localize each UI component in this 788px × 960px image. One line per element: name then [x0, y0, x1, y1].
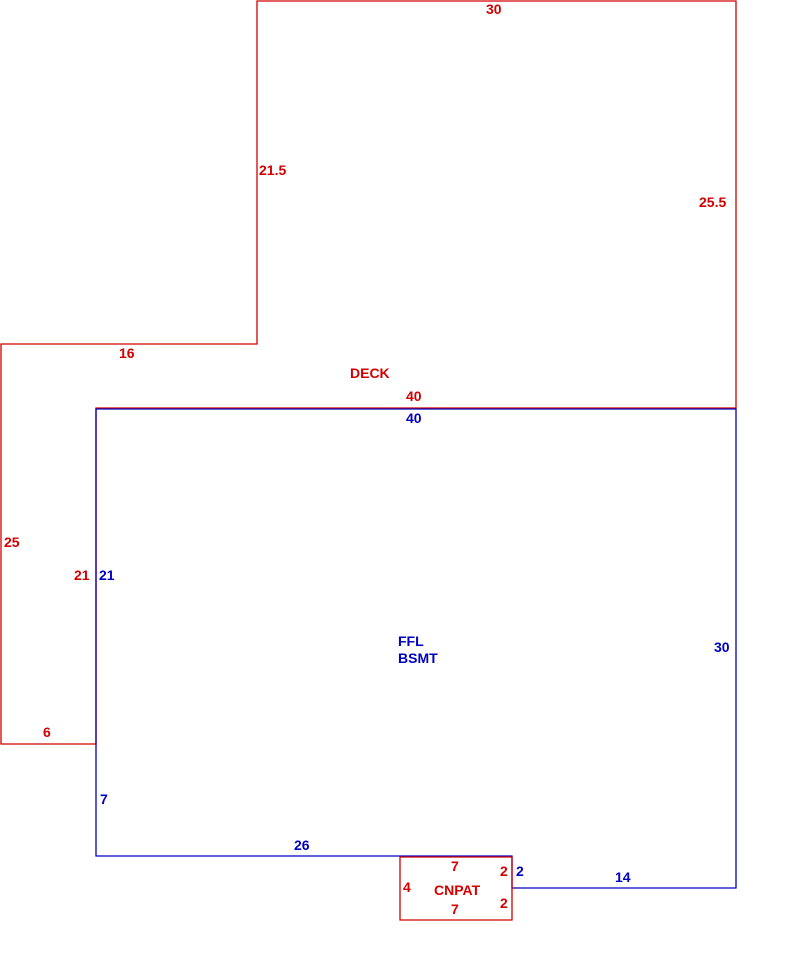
basement-dim-left-upper: 21 [99, 567, 115, 583]
patio-outline [399, 856, 513, 921]
deck-dim-step: 16 [119, 345, 135, 361]
deck-dim-bottom: 40 [406, 388, 422, 404]
patio-name: CNPAT [434, 882, 481, 898]
deck-name: DECK [350, 365, 390, 381]
basement-dim-jog: 2 [516, 863, 524, 879]
patio-dim-right-upper: 2 [500, 863, 508, 879]
deck-dim-foot: 6 [43, 724, 51, 740]
basement-dim-bottom-right: 14 [615, 869, 631, 885]
basement-name-line2: BSMT [398, 650, 438, 666]
basement-dim-top: 40 [406, 410, 422, 426]
deck-dim-shared-left: 21 [74, 567, 90, 583]
deck-dim-outer-left: 25 [4, 534, 20, 550]
patio-dim-left: 4 [403, 879, 411, 895]
deck-dim-right: 25.5 [699, 194, 726, 210]
deck-dim-inner-left: 21.5 [259, 162, 286, 178]
patio-dim-top: 7 [451, 858, 459, 874]
basement-dim-right: 30 [714, 639, 730, 655]
basement-name-line1: FFL [398, 633, 424, 649]
basement-dim-left-lower: 7 [100, 791, 108, 807]
deck-dim-top: 30 [486, 1, 502, 17]
basement-dim-bottom-left: 26 [294, 837, 310, 853]
patio-area [399, 856, 513, 921]
patio-dim-bottom: 7 [451, 901, 459, 917]
patio-dim-right-lower: 2 [500, 895, 508, 911]
